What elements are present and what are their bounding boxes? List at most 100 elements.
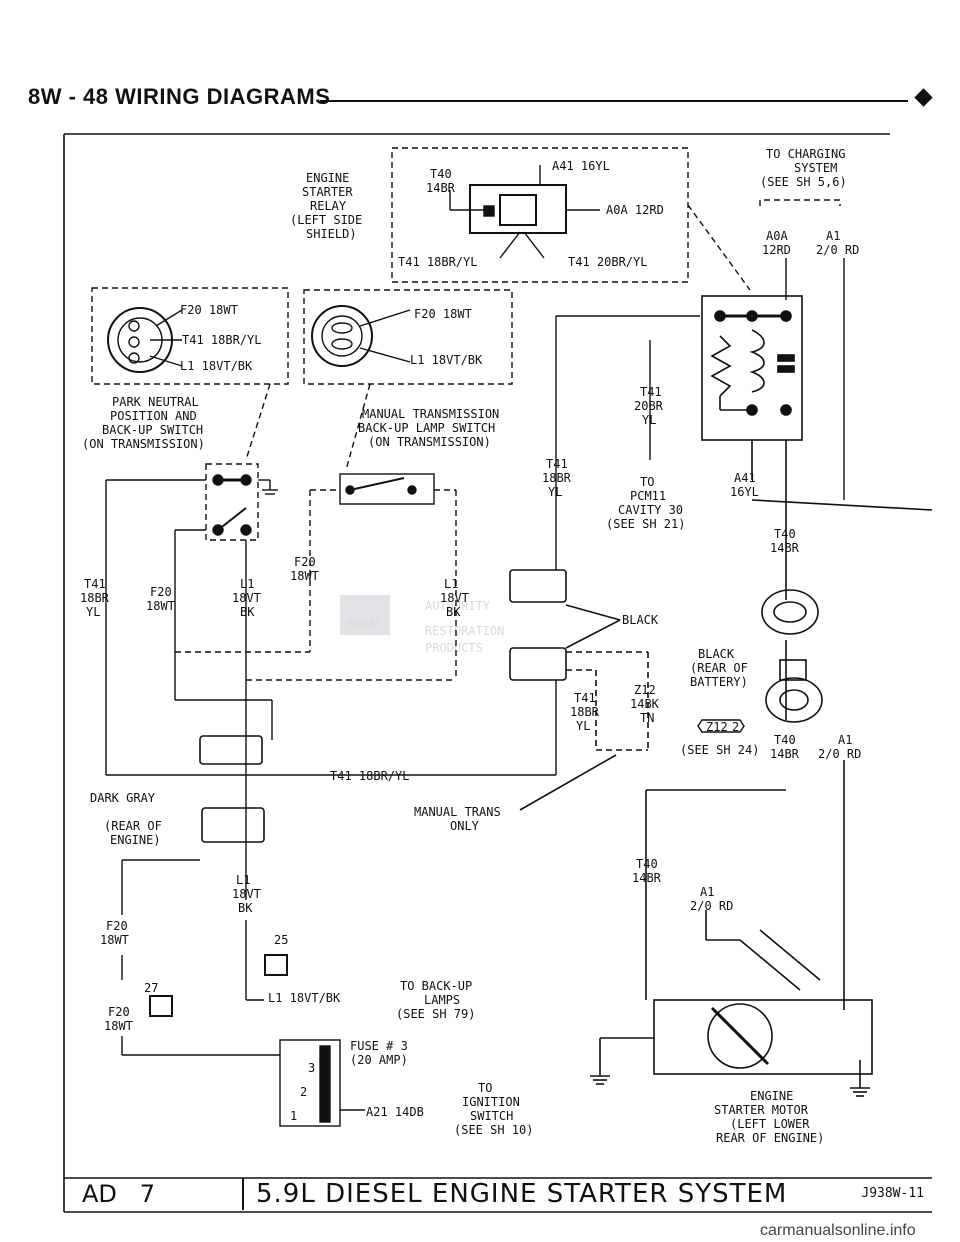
- center-connectors: [199, 569, 649, 843]
- wire-label: F20 18WT: [180, 303, 238, 317]
- wire-label: F20: [294, 555, 316, 569]
- wire-label: TO: [478, 1081, 492, 1095]
- relay-box: [556, 295, 933, 600]
- wire-label: TO BACK-UP: [400, 979, 472, 993]
- wire-label: IGNITION: [462, 1095, 520, 1109]
- wire-label: (REAR OF: [690, 661, 748, 675]
- wire-label: (20 AMP): [350, 1053, 408, 1067]
- wire-label: 3: [308, 1061, 315, 1075]
- wire-label: 2/0 RD: [690, 899, 733, 913]
- wire-label: T41 18BR/YL: [398, 255, 477, 269]
- page-header: 8W - 48 WIRING DIAGRAMS: [28, 84, 933, 116]
- wire-label: ONLY: [450, 819, 480, 833]
- wire-label: STARTER MOTOR: [714, 1103, 809, 1117]
- wire-label: A0A: [766, 229, 788, 243]
- mopar-logo: mopar AUTHORITY RESTORATION PRODUCTS: [340, 595, 504, 655]
- wire-label: 18WT: [104, 1019, 133, 1033]
- wire-label: L1: [236, 873, 250, 887]
- wire-label: RELAY: [310, 199, 347, 213]
- wire-label: TN: [640, 711, 654, 725]
- wire-label: (SEE SH 21): [606, 517, 685, 531]
- wire-label: ENGINE): [110, 833, 161, 847]
- wire-label: F20: [108, 1005, 130, 1019]
- wire-label: (SEE SH 5,6): [760, 175, 847, 189]
- wire-label: T40: [636, 857, 658, 871]
- diagram-title: 5.9L DIESEL ENGINE STARTER SYSTEM: [256, 1179, 788, 1209]
- manual-labels: F20 18WT L1 18VT/BK MANUAL TRANSMISSION …: [358, 307, 499, 449]
- wire-label: (ON TRANSMISSION): [368, 435, 491, 449]
- wire-label: 18WT: [290, 569, 319, 583]
- fuse-numbers: 3 2 1: [290, 1061, 315, 1123]
- wire-label: BK: [446, 605, 461, 619]
- section-code: AD 7: [64, 1178, 244, 1210]
- battery-connectors: [645, 589, 845, 1010]
- wire-label: 18VT: [232, 591, 261, 605]
- wire-label: Z12: [706, 720, 728, 734]
- z12-tag: Z12 2: [697, 719, 745, 734]
- wire-label: A41: [734, 471, 756, 485]
- wire-label: 14BR: [770, 747, 800, 761]
- lower-left-labels: L1 18VT BK F20 18WT 25 27 F20 18WT L1 18…: [100, 857, 733, 1137]
- wire-label: 18BR: [570, 705, 600, 719]
- wire-label: BLACK: [622, 613, 659, 627]
- wire-label: 14BR: [426, 181, 456, 195]
- lower-wires: [121, 859, 365, 1127]
- wire-label: L1: [444, 577, 458, 591]
- wire-label: (SEE SH 79): [396, 1007, 475, 1021]
- wire-label: SYSTEM: [794, 161, 837, 175]
- wire-label: 14BR: [770, 541, 800, 555]
- wire-label: STARTER: [302, 185, 353, 199]
- wire-label: T40: [774, 733, 796, 747]
- wire-label: YL: [548, 485, 562, 499]
- wire-label: TO: [640, 475, 654, 489]
- wire-label: F20 18WT: [414, 307, 472, 321]
- footer: AD 7 5.9L DIESEL ENGINE STARTER SYSTEM J…: [64, 1178, 932, 1212]
- wire-label: A1: [826, 229, 840, 243]
- wire-label: DARK GRAY: [90, 791, 156, 805]
- wire-label: CAVITY 30: [618, 503, 683, 517]
- wire-label: L1 18VT/BK: [180, 359, 253, 373]
- page-title: 8W - 48 WIRING DIAGRAMS: [28, 84, 331, 109]
- wire-label: T41: [574, 691, 596, 705]
- wire-label: REAR OF ENGINE): [716, 1131, 824, 1145]
- starter-labels: ENGINE STARTER MOTOR (LEFT LOWER REAR OF…: [714, 1089, 824, 1145]
- wire-label: 2: [300, 1085, 307, 1099]
- starter-motor: [590, 929, 873, 1097]
- wire-label: BK: [240, 605, 255, 619]
- pcm-labels: T41 20BR YL TO PCM11 CAVITY 30 (SEE SH 2…: [542, 385, 800, 555]
- wire-label: L1 18VT/BK: [410, 353, 483, 367]
- header-rule: [320, 100, 908, 102]
- wire-label: BATTERY): [690, 675, 748, 689]
- wire-label: POSITION AND: [110, 409, 197, 423]
- wire-label: 18WT: [100, 933, 129, 947]
- wire-label: T41 18BR/YL: [182, 333, 261, 347]
- wire-label: T40: [774, 527, 796, 541]
- wire-label: 18VT: [232, 887, 261, 901]
- figure-code: J938W-11: [861, 1186, 924, 1201]
- wire-label: A41 16YL: [552, 159, 610, 173]
- wire-label: YL: [86, 605, 100, 619]
- wire-label: T40: [430, 167, 452, 181]
- wire-label: L1 18VT/BK: [268, 991, 341, 1005]
- ghost-logo-line2: RESTORATION: [425, 624, 504, 638]
- wire-label: L1: [240, 577, 254, 591]
- ghost-logo-line3: PRODUCTS: [425, 641, 483, 655]
- mopar-logo-text: mopar: [346, 615, 382, 629]
- wire-label: 18WT: [146, 599, 175, 613]
- wire-label: BACK-UP SWITCH: [102, 423, 203, 437]
- wire-label: A1: [838, 733, 852, 747]
- wire-label: F20: [150, 585, 172, 599]
- mopar-logo-box: [340, 595, 390, 635]
- wire-label: A21 14DB: [366, 1105, 424, 1119]
- wire-label: 20BR: [634, 399, 664, 413]
- wire-label: 14BR: [632, 871, 662, 885]
- wire-label: 25: [274, 933, 288, 947]
- wire-label: BLACK: [698, 647, 735, 661]
- wire-label: Z12: [634, 683, 656, 697]
- wire-label: 1: [290, 1109, 297, 1123]
- pcm-wires: [555, 316, 651, 775]
- wire-label: 14BK: [630, 697, 660, 711]
- charging-wires: [759, 199, 845, 500]
- wire-label: YL: [642, 413, 656, 427]
